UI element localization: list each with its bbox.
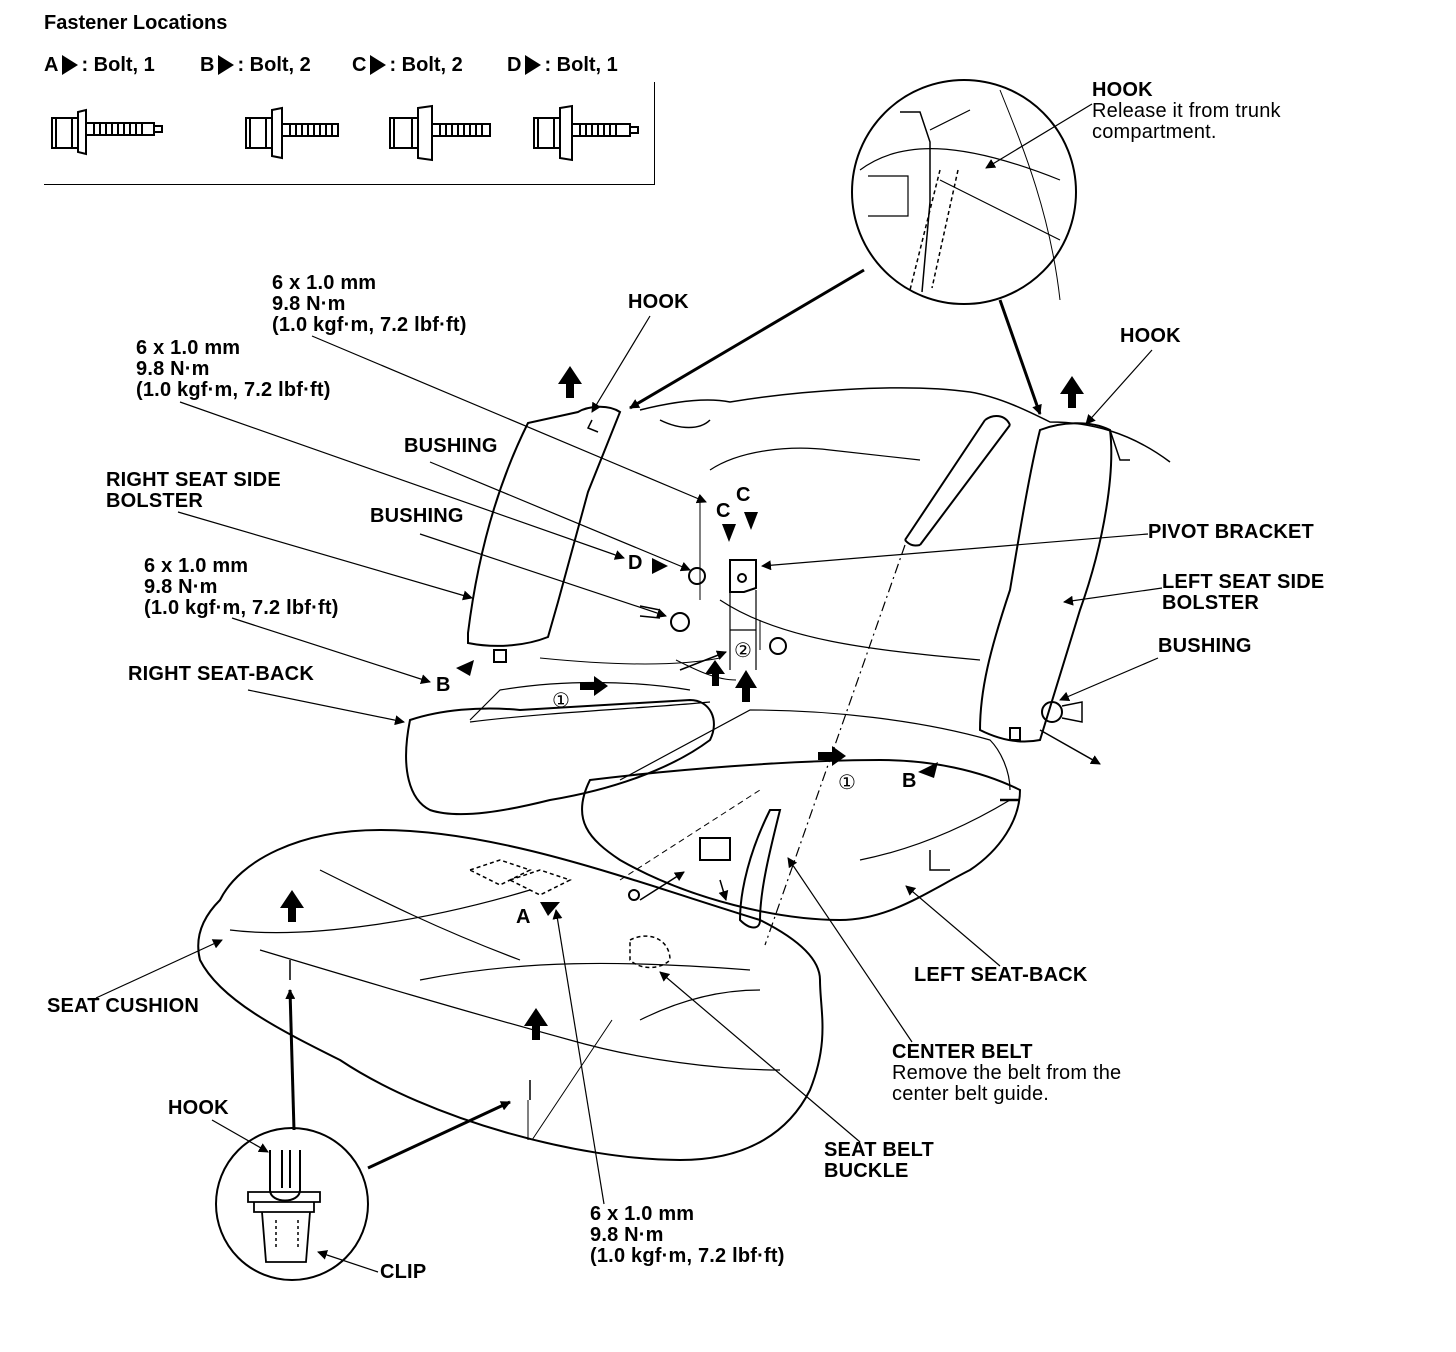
right-seat-back-label: RIGHT SEAT-BACK: [128, 663, 314, 685]
bushing-d: [688, 567, 706, 585]
bushing-label-2: BUSHING: [370, 505, 464, 527]
hook-right-label: HOOK: [1120, 325, 1181, 347]
fastener-a-letter: A: [44, 54, 59, 76]
right-bolster-line-1: RIGHT SEAT SIDE: [106, 469, 281, 491]
torque-3-size: 6 x 1.0 mm: [144, 555, 249, 577]
bushing-b: [670, 612, 690, 632]
fastener-a: A : Bolt, 1: [44, 54, 155, 77]
lift-arrows: [280, 366, 1084, 1040]
pointer-triangle-icon: [218, 55, 235, 75]
torque-1-kgf: (1.0 kgf·m, 7.2 lbf·ft): [272, 314, 467, 336]
pointer-triangle-icon: [62, 55, 79, 75]
step-1-right: ①: [552, 690, 570, 712]
torque-3-nm: 9.8 N·m: [144, 576, 218, 598]
fastener-tag-b-left: B: [902, 770, 917, 792]
fastener-d-text: : Bolt, 1: [544, 54, 618, 76]
bushing-left: [1041, 701, 1063, 723]
step-1-left: ①: [838, 772, 856, 794]
torque-3-kgf: (1.0 kgf·m, 7.2 lbf·ft): [144, 597, 339, 619]
hook-clip-detail-circle: [215, 1127, 369, 1281]
seat-cushion: [197, 828, 824, 1162]
center-belt-lower: [738, 809, 782, 929]
up-arrow-icon: [1060, 376, 1084, 408]
fastener-b: B : Bolt, 2: [200, 54, 311, 77]
torque-4-kgf: (1.0 kgf·m, 7.2 lbf·ft): [590, 1245, 785, 1267]
fastener-d-letter: D: [507, 54, 522, 76]
buckle-line-1: SEAT BELT: [824, 1139, 934, 1161]
right-arrow-icon: [818, 746, 846, 766]
hook-top-title: HOOK: [1092, 79, 1153, 101]
seat-belt-buckle-slot: [699, 837, 731, 861]
fastener-c-text: : Bolt, 2: [389, 54, 463, 76]
fastener-tag-a: A: [516, 906, 531, 928]
pointer-triangle-icon: [525, 55, 542, 75]
bushing-label-1: BUSHING: [404, 435, 498, 457]
hook-detail-circle: [851, 79, 1077, 305]
fastener-tag-b-right: B: [436, 674, 451, 696]
hook-bottom-label: HOOK: [168, 1097, 229, 1119]
center-belt-strap: [904, 419, 1011, 546]
bushing-label-3: BUSHING: [1158, 635, 1252, 657]
seat-cushion-label: SEAT CUSHION: [47, 995, 200, 1017]
bolt-b-icon: [245, 106, 339, 160]
torque-4-size: 6 x 1.0 mm: [590, 1203, 695, 1225]
pivot-bracket: [729, 559, 757, 593]
center-belt-title: CENTER BELT: [892, 1041, 1033, 1063]
buckle-line-2: BUCKLE: [824, 1160, 909, 1182]
torque-4-nm: 9.8 N·m: [590, 1224, 664, 1246]
torque-2-nm: 9.8 N·m: [136, 358, 210, 380]
torque-2-kgf: (1.0 kgf·m, 7.2 lbf·ft): [136, 379, 331, 401]
hook-top-note-2: compartment.: [1092, 121, 1217, 143]
center-belt-note-1: Remove the belt from the: [892, 1062, 1122, 1084]
bolt-d-icon: [533, 104, 639, 162]
left-bolster-line-2: BOLSTER: [1162, 592, 1259, 614]
bolt-c-icon: [389, 104, 491, 162]
fastener-c: C : Bolt, 2: [352, 54, 463, 77]
up-arrow-icon: [735, 670, 757, 702]
up-arrow-icon: [524, 1008, 548, 1040]
fastener-b-text: : Bolt, 2: [237, 54, 311, 76]
fastener-tag-d: D: [628, 552, 643, 574]
torque-1-nm: 9.8 N·m: [272, 293, 346, 315]
pivot-bracket-label: PIVOT BRACKET: [1148, 521, 1314, 543]
fastener-locations-title: Fastener Locations: [44, 12, 228, 34]
pointer-triangle-icon: [370, 55, 387, 75]
clip-label: CLIP: [380, 1261, 427, 1283]
right-seat-back: [405, 698, 715, 816]
left-seat-back: [580, 758, 1022, 922]
left-seat-side-bolster: [978, 422, 1113, 743]
bolt-a-icon: [51, 108, 163, 156]
up-arrow-icon: [558, 366, 582, 398]
right-seat-side-bolster: [467, 405, 622, 647]
center-belt-note-2: center belt guide.: [892, 1083, 1050, 1105]
fastener-b-letter: B: [200, 54, 215, 76]
fastener-a-text: : Bolt, 1: [81, 54, 155, 76]
fastener-c-letter: C: [352, 54, 367, 76]
step-2: ②: [734, 640, 752, 662]
left-seat-back-label: LEFT SEAT-BACK: [914, 964, 1088, 986]
fastener-tag-c-1: C: [716, 500, 731, 522]
right-bolster-line-2: BOLSTER: [106, 490, 203, 512]
fastener-tag-c-2: C: [736, 484, 751, 506]
torque-1-size: 6 x 1.0 mm: [272, 272, 377, 294]
hook-top-note-1: Release it from trunk: [1092, 100, 1281, 122]
up-arrow-icon: [705, 660, 725, 686]
fastener-box: [44, 82, 655, 185]
torque-2-size: 6 x 1.0 mm: [136, 337, 241, 359]
right-arrow-icon: [580, 676, 608, 696]
hook-left-label: HOOK: [628, 291, 689, 313]
up-arrow-icon: [280, 890, 304, 922]
left-bolster-line-1: LEFT SEAT SIDE: [1162, 571, 1325, 593]
fastener-d: D : Bolt, 1: [507, 54, 618, 77]
